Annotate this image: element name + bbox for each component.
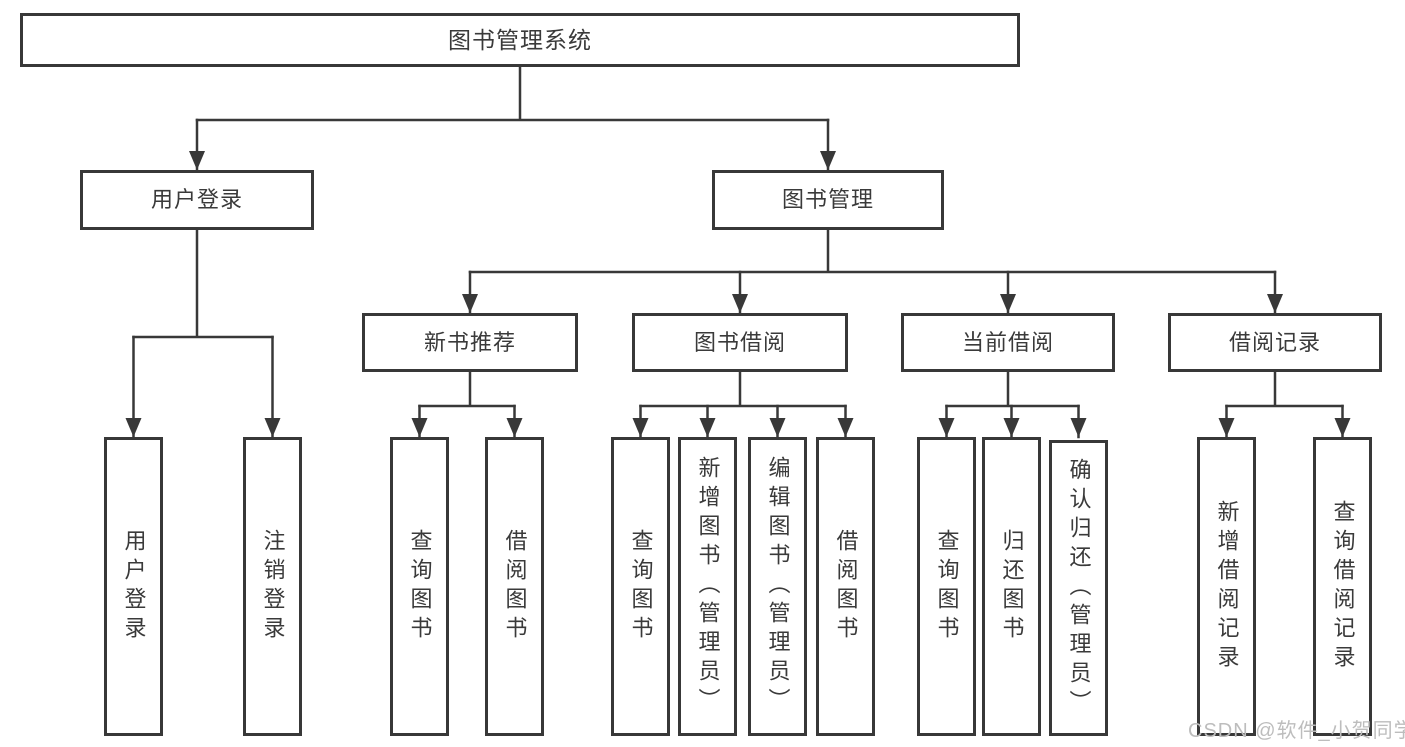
connector-borrowing-records-bus: [1225, 370, 1344, 408]
connector-current-borrowing-bus: [945, 370, 1080, 408]
leaf-confirm-return-admin: 确认归还（管理员）: [1049, 440, 1108, 736]
node-user-login: 用户登录: [80, 170, 314, 230]
connector-new-book-bus: [418, 370, 516, 408]
connector-book-management-bus: [468, 228, 1277, 274]
leaf-query-borrow-record: 查询借阅记录: [1313, 437, 1372, 736]
connector-book-borrowing-bus: [639, 370, 847, 408]
node-new-book-recommendation: 新书推荐: [362, 313, 578, 372]
node-current-borrowing: 当前借阅: [901, 313, 1115, 372]
connector-user-login-bus: [132, 228, 274, 339]
leaf-query-books-1: 查询图书: [390, 437, 449, 736]
leaf-borrow-books-2: 借阅图书: [816, 437, 875, 736]
leaf-query-books-3: 查询图书: [917, 437, 976, 736]
connector-root-bus: [195, 65, 830, 122]
node-book-management: 图书管理: [712, 170, 944, 230]
leaf-add-book-admin: 新增图书（管理员）: [678, 437, 737, 736]
leaf-edit-book-admin: 编辑图书（管理员）: [748, 437, 807, 736]
node-borrowing-records: 借阅记录: [1168, 313, 1382, 372]
node-library-system: 图书管理系统: [20, 13, 1020, 67]
leaf-logout: 注销登录: [243, 437, 302, 736]
watermark: CSDN @软件_小贺同学: [1188, 720, 1405, 742]
leaf-user-login: 用户登录: [104, 437, 163, 736]
node-book-borrowing: 图书借阅: [632, 313, 848, 372]
leaf-query-books-2: 查询图书: [611, 437, 670, 736]
leaf-return-books: 归还图书: [982, 437, 1041, 736]
leaf-add-borrow-record: 新增借阅记录: [1197, 437, 1256, 736]
leaf-borrow-books-1: 借阅图书: [485, 437, 544, 736]
